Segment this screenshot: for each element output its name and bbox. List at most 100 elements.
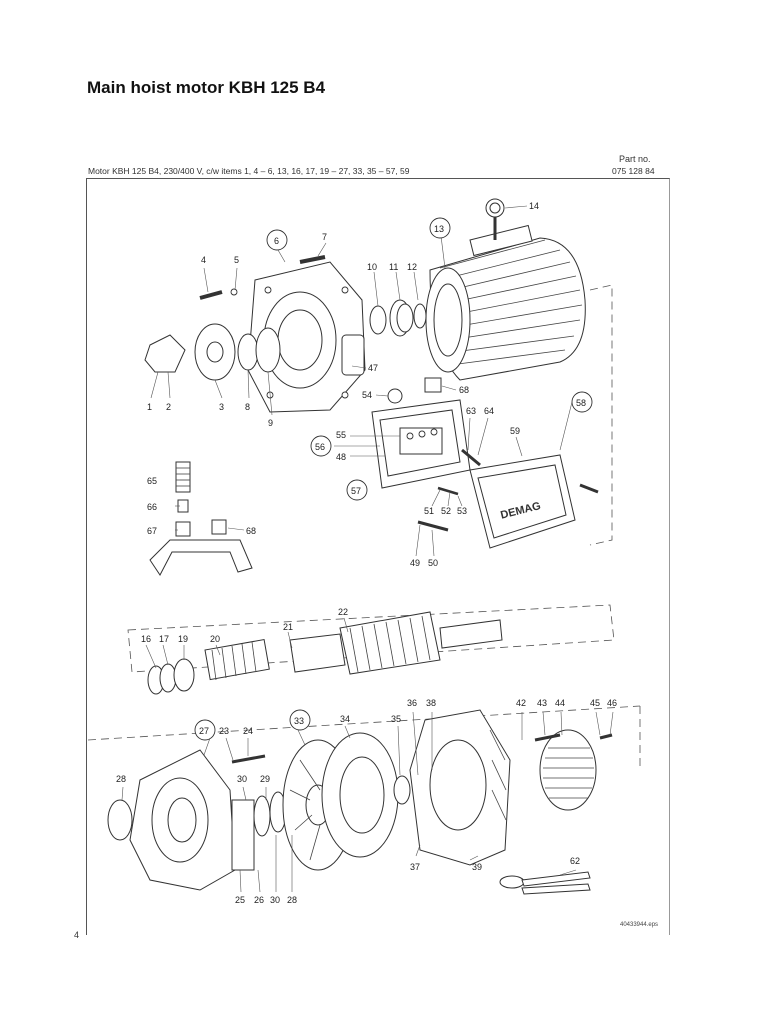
callout-circle — [429, 217, 451, 239]
callout-7: 7 — [322, 232, 327, 242]
callout-54: 54 — [362, 390, 372, 400]
callout-38: 38 — [426, 698, 436, 708]
callout-10: 10 — [367, 262, 377, 272]
callout-3: 3 — [219, 402, 224, 412]
callout-circle — [346, 479, 368, 501]
callout-labels: 4 5 6 7 10 11 12 13 14 1 2 3 8 9 47 68 5… — [116, 201, 617, 905]
disc — [393, 775, 411, 805]
callout-6: 6 — [274, 236, 279, 246]
coupling-parts — [144, 323, 281, 381]
brake-plate — [231, 799, 255, 871]
terminal-box — [371, 399, 471, 489]
callout-circle — [310, 435, 332, 457]
callout-21: 21 — [283, 622, 293, 632]
bolt — [199, 290, 223, 300]
eye-bolt — [485, 198, 505, 240]
callout-circle — [289, 709, 311, 731]
callout-58: 58 — [576, 398, 586, 408]
motor-stator-housing — [425, 224, 586, 381]
bolt — [231, 754, 266, 764]
callout-27: 27 — [199, 726, 209, 736]
callout-67: 67 — [147, 526, 157, 536]
callout-28-lower: 28 — [287, 895, 297, 905]
callout-44: 44 — [555, 698, 565, 708]
callout-11: 11 — [389, 262, 398, 272]
callout-4: 4 — [201, 255, 206, 265]
callout-16: 16 — [141, 634, 151, 644]
callout-23: 23 — [219, 726, 229, 736]
cable-gland — [387, 388, 403, 404]
bearing-set — [369, 299, 427, 337]
part-number-label: Part no. — [619, 154, 651, 164]
page-number: 4 — [74, 930, 80, 940]
callout-29: 29 — [260, 774, 270, 784]
bolt — [299, 255, 326, 264]
callout-19: 19 — [178, 634, 188, 644]
callout-50: 50 — [428, 558, 438, 568]
callout-66: 66 — [147, 502, 157, 512]
assembly-tool — [499, 871, 591, 895]
fan-cowl — [409, 709, 511, 866]
screw — [599, 733, 613, 740]
callout-68-lower: 68 — [246, 526, 256, 536]
callout-12: 12 — [407, 262, 417, 272]
callout-48: 48 — [336, 452, 346, 462]
callout-24: 24 — [243, 726, 253, 736]
callout-47: 47 — [368, 363, 378, 373]
callout-55: 55 — [336, 430, 346, 440]
callout-62: 62 — [570, 856, 580, 866]
drawing-file-reference: 40433944.eps — [620, 922, 659, 928]
callout-49: 49 — [410, 558, 420, 568]
rotor-shaft — [289, 611, 503, 675]
fan-grille — [539, 729, 597, 811]
rotor-spring-parts — [147, 639, 270, 695]
cable-gland — [424, 377, 442, 393]
rotor-assembly-bracket — [127, 604, 615, 673]
callout-circle — [194, 719, 216, 741]
callout-circle — [266, 229, 288, 251]
motor-assembly-bracket — [589, 284, 613, 546]
seal-ring — [107, 799, 133, 841]
screw — [461, 448, 481, 467]
callout-34: 34 — [340, 714, 350, 724]
callout-26: 26 — [254, 895, 264, 905]
callout-65: 65 — [147, 476, 157, 486]
callout-9: 9 — [268, 418, 273, 428]
motor-description: Motor KBH 125 B4, 230/400 V, c/w items 1… — [88, 166, 410, 176]
callout-25: 25 — [235, 895, 245, 905]
callout-20: 20 — [210, 634, 220, 644]
callout-36: 36 — [407, 698, 417, 708]
callout-14: 14 — [529, 201, 539, 211]
callout-46: 46 — [607, 698, 617, 708]
callout-35: 35 — [391, 714, 401, 724]
end-shield-flange — [247, 261, 366, 413]
callout-45: 45 — [590, 698, 600, 708]
washer — [230, 288, 238, 296]
drawing-frame — [86, 178, 670, 935]
callout-30-lower: 30 — [270, 895, 280, 905]
callout-22: 22 — [338, 607, 348, 617]
callout-39: 39 — [472, 862, 482, 872]
callout-circle — [571, 391, 593, 413]
screw — [579, 483, 599, 494]
callout-53: 53 — [457, 506, 467, 516]
terminal-box-cover: DEMAG — [469, 454, 576, 549]
callout-28: 28 — [116, 774, 126, 784]
callout-64: 64 — [484, 406, 494, 416]
screw — [437, 486, 459, 496]
leader-lines — [121, 205, 614, 893]
screw — [534, 733, 561, 742]
brake-end-shield — [129, 749, 236, 891]
callout-37: 37 — [410, 862, 420, 872]
brake-housing — [321, 732, 399, 858]
callout-51: 51 — [424, 506, 434, 516]
callout-52: 52 — [441, 506, 451, 516]
callout-17: 17 — [159, 634, 169, 644]
part-number-value: 075 128 84 — [612, 166, 655, 176]
callout-5: 5 — [234, 255, 239, 265]
callout-13: 13 — [434, 224, 444, 234]
callout-8: 8 — [245, 402, 250, 412]
callout-56: 56 — [315, 442, 325, 452]
screw — [417, 520, 449, 532]
